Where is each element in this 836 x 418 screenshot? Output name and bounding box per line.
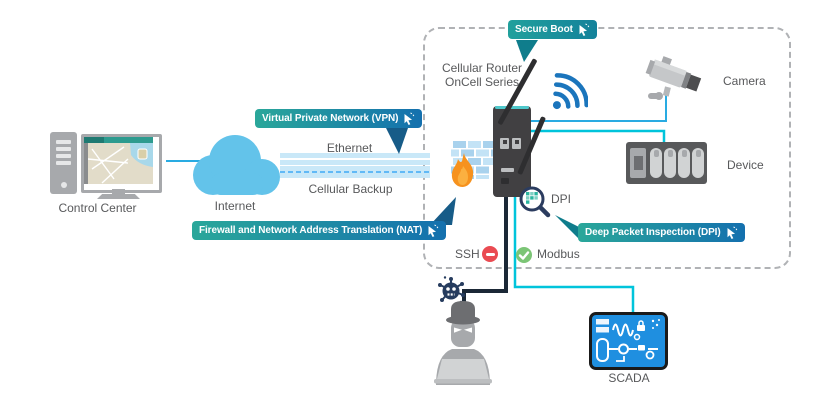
callout-tail-nat [430,197,456,225]
click-cursor-icon [404,112,415,125]
router-camera-link [525,94,667,122]
callout-tail-dpi [555,215,579,239]
ethernet-label: Ethernet [326,141,373,155]
callout-secure-boot-label: Secure Boot [515,24,573,35]
click-cursor-icon [727,226,738,239]
hacker-icon [434,301,492,385]
router-device-link [525,129,666,145]
monitor-icon [81,134,162,193]
malware-icon [438,276,465,304]
dpi-magnifier-icon [519,186,551,218]
scada-monitor [589,312,668,370]
callout-dpi-label: Deep Packet Inspection (DPI) [585,227,721,238]
control-center-label: Control Center [58,201,137,215]
callout-nat[interactable]: Firewall and Network Address Translation… [192,221,447,240]
cellular-backup-link [280,166,430,178]
scada-screen-diagram [596,319,660,362]
wifi-icon [552,73,588,110]
click-cursor-icon [428,224,439,237]
dpi-label: DPI [551,192,572,206]
callout-tail-vpn [386,128,408,154]
blocked-icon [482,246,498,262]
camera-label: Camera [723,74,766,88]
cellular-backup-label: Cellular Backup [308,182,393,196]
scada-label: SCADA [608,371,650,385]
callout-vpn[interactable]: Virtual Private Network (VPN) [255,109,423,128]
router-scada-link [513,193,635,316]
internet-cloud-icon [193,135,280,195]
callout-secure-boot[interactable]: Secure Boot [508,20,597,39]
device-icon [626,142,707,184]
callout-dpi[interactable]: Deep Packet Inspection (DPI) [578,223,745,242]
monitor-stand [112,189,125,194]
device-label: Device [727,158,764,172]
router-label: Cellular Router OnCell Series [432,61,532,89]
router-label-line1: Cellular Router [441,61,523,75]
flame-icon [451,153,474,187]
ethernet-link [280,153,430,165]
internet-label: Internet [214,199,256,213]
callout-tail-secure-boot [516,40,538,62]
callout-vpn-label: Virtual Private Network (VPN) [262,113,399,124]
monitor-stand-base [97,194,140,199]
ssh-label: SSH [455,247,480,261]
click-cursor-icon [579,23,590,36]
router-label-line2: OnCell Series [444,74,520,89]
callout-nat-label: Firewall and Network Address Translation… [199,225,423,236]
map-application-screen [84,137,153,184]
camera-icon [645,56,702,100]
tower-pc-icon [50,132,77,194]
allowed-icon [516,247,532,263]
protected-zone-boundary [423,27,791,269]
modbus-label: Modbus [537,247,580,261]
